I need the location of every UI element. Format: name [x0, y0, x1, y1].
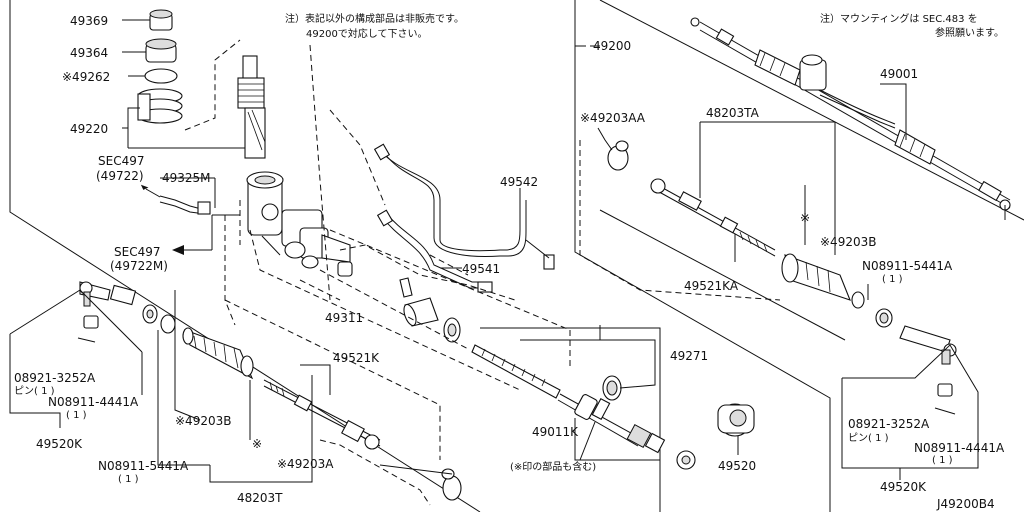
label-star-left: ※: [252, 437, 262, 451]
boot-49520: [717, 403, 755, 437]
rack-end-nut: [676, 450, 696, 470]
label-49542: 49542: [500, 175, 538, 189]
label-49325m: 49325M: [162, 171, 211, 185]
seal-49220: [137, 88, 183, 124]
note-mounting-line1: 注）マウンティングは SEC.483 を: [820, 12, 978, 25]
label-08911-5441a-right-qty: ( 1 ): [882, 274, 903, 285]
seal-ring-49271: [602, 375, 622, 401]
left-tie-rod-outer: [79, 281, 137, 307]
feed-pipes: [373, 143, 555, 293]
label-sec497-a-sub: (49722): [96, 169, 144, 183]
rack-tube-parts: [337, 261, 461, 343]
right-clamp-49203aa: [607, 140, 629, 171]
right-inner-tie-rod: [650, 178, 776, 257]
right-nut: [937, 383, 953, 397]
label-49203a-left: ※49203A: [277, 457, 334, 471]
boot-49311: [403, 297, 439, 327]
diagram-code: J49200B4: [936, 497, 995, 511]
label-49364: 49364: [70, 46, 108, 60]
label-sec497-b: SEC497: [114, 245, 160, 259]
pipe-49325m: [140, 184, 211, 215]
o-ring-49262: [144, 68, 178, 84]
part-labels: 49369 49364 ※49262 49220 SEC497 (49722) …: [14, 12, 1005, 511]
bush-49364: [145, 38, 177, 63]
gear-housing: [246, 171, 351, 269]
label-08921-3252a-left: 08921-3252A: [14, 371, 96, 385]
right-lock-nut: [875, 308, 893, 328]
label-08911-4441a-left: N08911-4441A: [48, 395, 139, 409]
label-08911-4441a-right-qty: ( 1 ): [932, 455, 953, 466]
label-48203t: 48203T: [237, 491, 283, 505]
pinion-parts-group: [122, 9, 266, 159]
label-pin-right: ピン( 1 ): [848, 432, 889, 444]
label-49520: 49520: [718, 459, 756, 473]
label-49520k-right: 49520K: [880, 480, 927, 494]
right-boot-49203b: [781, 253, 851, 301]
left-inner-tie-rod: [263, 379, 381, 450]
label-08911-5441a-left-qty: ( 1 ): [118, 474, 139, 485]
label-49001: 49001: [880, 67, 918, 81]
rack-49011k: [471, 344, 666, 454]
label-49311: 49311: [325, 311, 363, 325]
left-clamp-49203a: [441, 468, 462, 501]
label-49203aa: ※49203AA: [580, 111, 646, 125]
left-nut: [83, 315, 99, 329]
label-08911-5441a-right: N08911-5441A: [862, 259, 953, 273]
assembly-boundary-lines: [9, 0, 1024, 512]
note-non-sale-line1: 注）表記以外の構成部品は非販売です。: [285, 12, 464, 25]
label-49262: ※49262: [62, 70, 110, 84]
label-49203b-right: ※49203B: [820, 235, 876, 249]
left-lock-nut: [142, 304, 158, 324]
label-49271: 49271: [670, 349, 708, 363]
right-clamp: [851, 291, 865, 309]
label-sec497-b-sub: (49722M): [110, 259, 168, 273]
label-49521k: 49521K: [333, 351, 380, 365]
label-08911-4441a-right: N08911-4441A: [914, 441, 1005, 455]
label-49521ka: 49521KA: [684, 279, 739, 293]
nut-49369: [149, 9, 173, 31]
label-star-right: ※: [800, 211, 810, 225]
label-08911-5441a-left: N08911-5441A: [98, 459, 189, 473]
left-boot-49203b: [182, 327, 254, 380]
note-non-sale-line2: 49200で対応して下さい。: [306, 27, 428, 40]
arrow-sec497-49722m: [172, 214, 240, 255]
label-49520k-left: 49520K: [36, 437, 83, 451]
label-49011k-note: (※印の部品も含む): [510, 460, 596, 473]
right-tie-rod-outer: [899, 325, 957, 365]
label-08921-3252a-right: 08921-3252A: [848, 417, 930, 431]
label-49011k: 49011K: [532, 425, 579, 439]
pinion-shaft: [237, 55, 266, 159]
label-49200: 49200: [593, 39, 631, 53]
label-sec497-a: SEC497: [98, 154, 144, 168]
label-49220: 49220: [70, 122, 108, 136]
label-49541: 49541: [462, 262, 500, 276]
label-pin-left: ピン( 1 ): [14, 385, 55, 397]
note-mounting-line2: 参照願います。: [935, 26, 1004, 39]
label-08911-4441a-left-qty: ( 1 ): [66, 410, 87, 421]
label-48203ta: 48203TA: [706, 106, 760, 120]
rack-assembly-49001: [690, 17, 1011, 220]
label-49203b-left: ※49203B: [175, 414, 231, 428]
left-clamp: [160, 314, 176, 334]
label-49369: 49369: [70, 14, 108, 28]
